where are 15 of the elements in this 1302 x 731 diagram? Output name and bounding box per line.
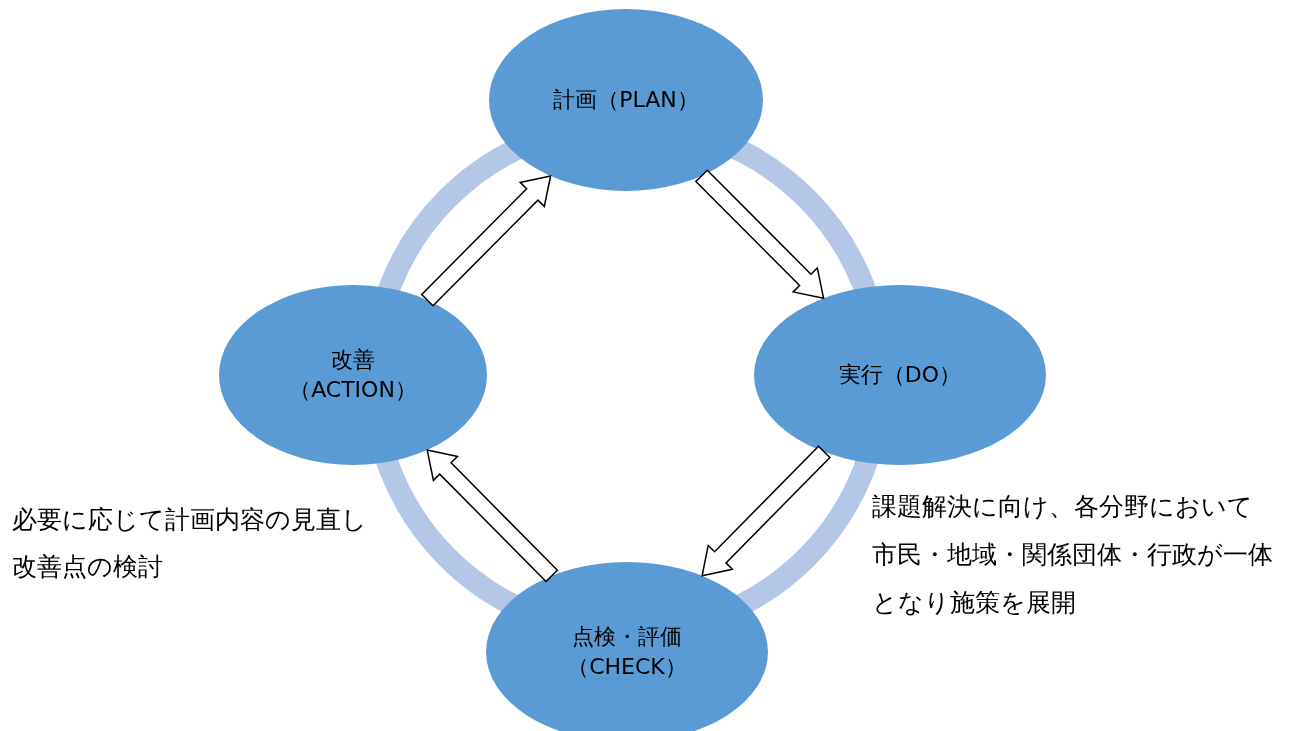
- block-arrow: [694, 169, 825, 300]
- node-label: （ACTION）: [289, 376, 417, 404]
- block-arrow: [701, 445, 831, 577]
- note-text: 改善点の検討: [12, 552, 163, 582]
- node-label: 改善: [331, 346, 375, 374]
- block-arrow: [426, 449, 559, 583]
- node-label: 計画（PLAN）: [553, 86, 699, 114]
- note-text: 市民・地域・関係団体・行政が一体: [872, 540, 1273, 570]
- node-label: （CHECK）: [567, 653, 687, 681]
- node-label: 点検・評価: [572, 623, 682, 651]
- note-text: 必要に応じて計画内容の見直し: [12, 505, 367, 535]
- block-arrow: [420, 175, 552, 307]
- node-label: 実行（DO）: [838, 361, 962, 389]
- note-text: 課題解決に向け、各分野において: [872, 492, 1253, 522]
- note-text: となり施策を展開: [872, 588, 1076, 618]
